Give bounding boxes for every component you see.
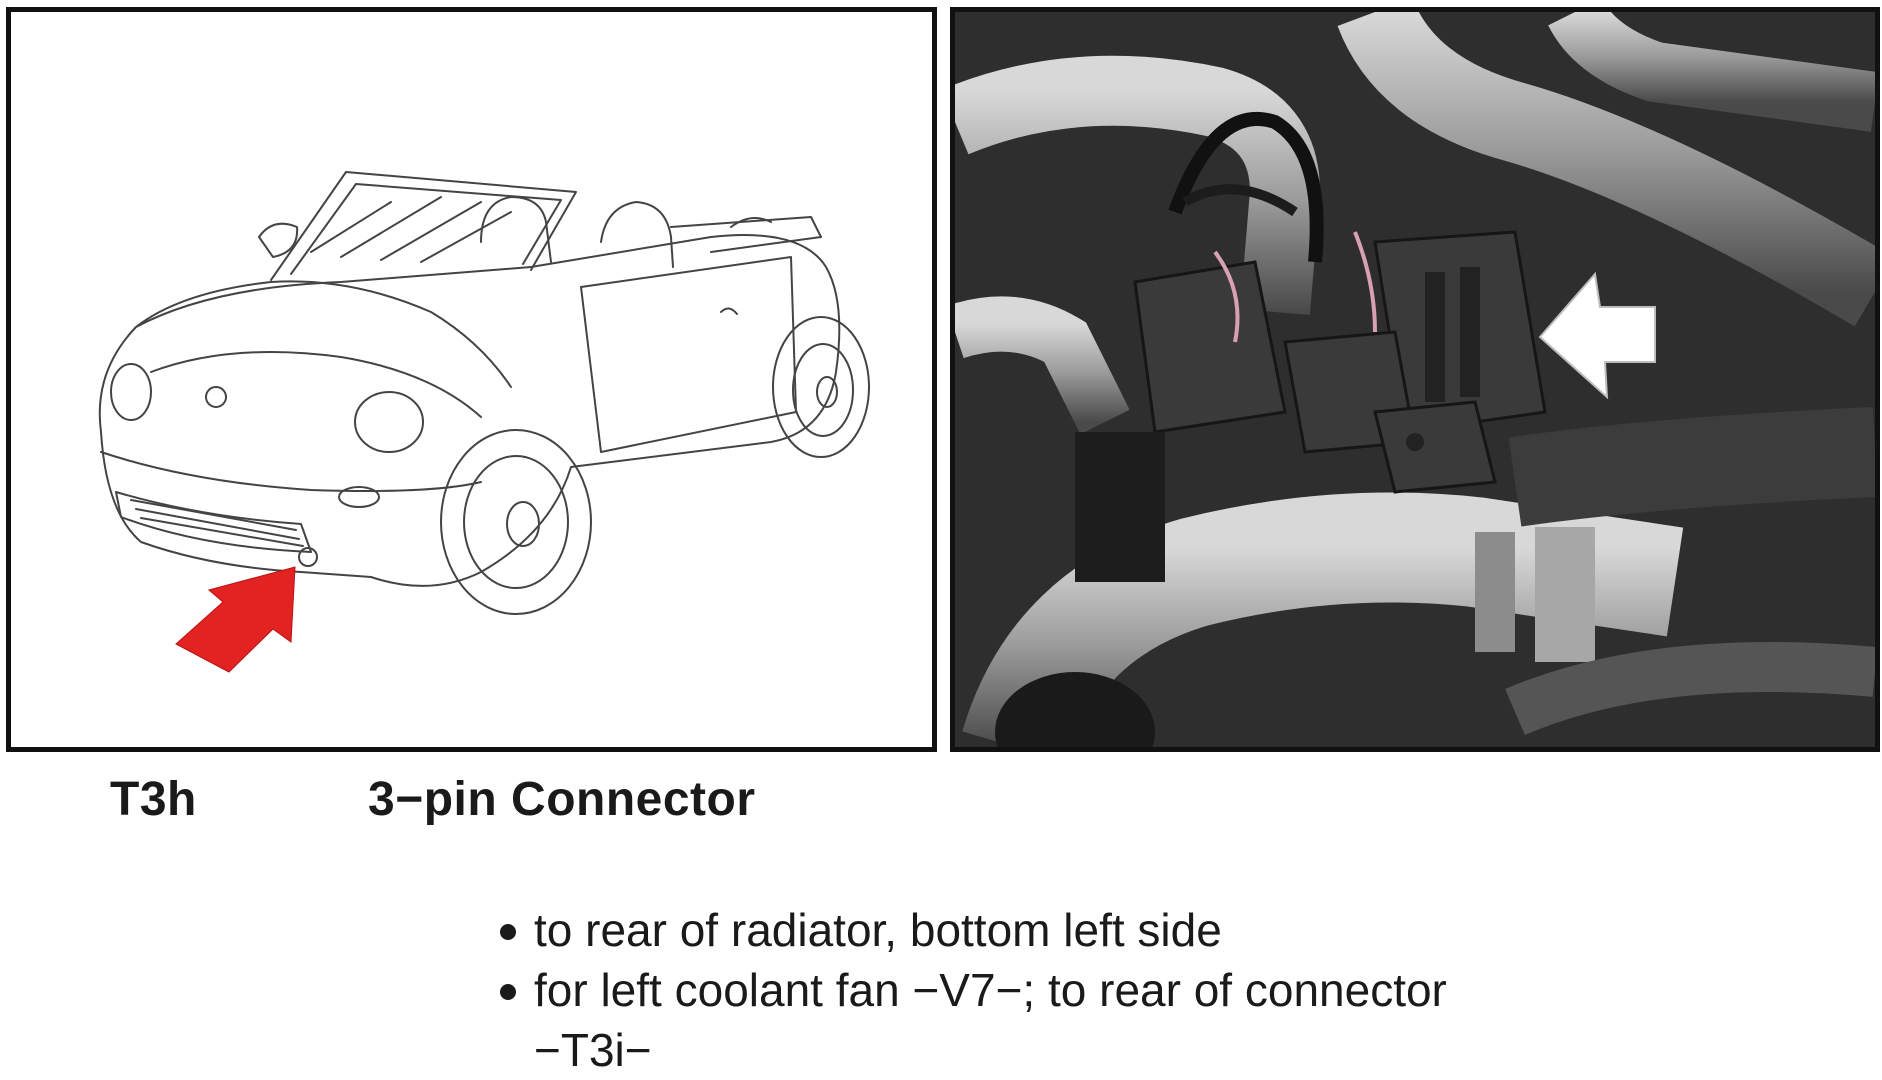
red-arrow-icon xyxy=(175,566,296,673)
list-item-continuation: −T3i− xyxy=(500,1020,1800,1080)
vehicle-location-illustration xyxy=(6,7,937,752)
bullet-icon xyxy=(500,924,516,940)
location-list: to rear of radiator, bottom left side fo… xyxy=(500,900,1800,1080)
location-text: −T3i− xyxy=(534,1024,652,1076)
list-item: for left coolant fan −V7−; to rear of co… xyxy=(500,960,1800,1020)
car-convertible-drawing xyxy=(98,171,870,673)
list-item: to rear of radiator, bottom left side xyxy=(500,900,1800,960)
bullet-icon xyxy=(500,984,516,1000)
connector-code: T3h xyxy=(110,773,197,826)
location-text: for left coolant fan −V7−; to rear of co… xyxy=(534,964,1447,1016)
location-text: to rear of radiator, bottom left side xyxy=(534,904,1222,956)
engine-bay-drawing xyxy=(955,12,1875,747)
white-arrow-icon xyxy=(1538,271,1656,400)
connector-title: 3−pin Connector xyxy=(368,773,756,826)
engine-bay-photo xyxy=(950,7,1880,752)
